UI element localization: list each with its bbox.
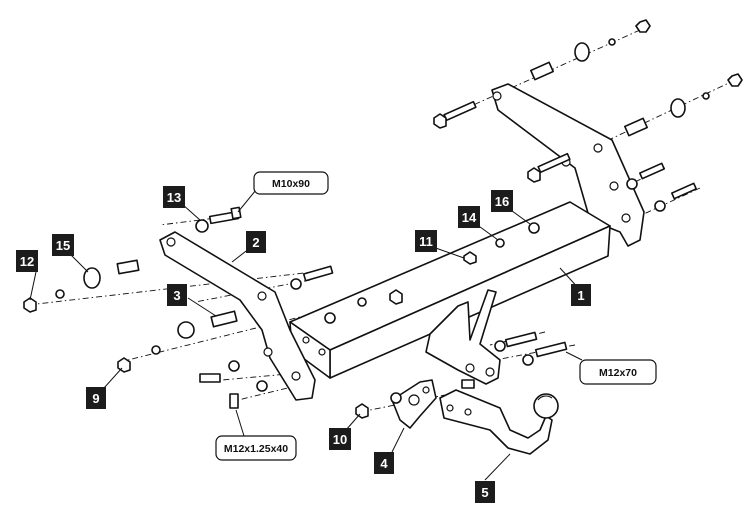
svg-text:M10x90: M10x90 xyxy=(272,178,310,190)
svg-text:M12x70: M12x70 xyxy=(599,367,637,379)
spec-label-m12x70: M12x70 xyxy=(579,359,657,385)
right-side-bracket xyxy=(491,83,645,247)
svg-text:14: 14 xyxy=(462,210,477,225)
svg-text:M12x1.25x40: M12x1.25x40 xyxy=(224,443,288,455)
fasteners xyxy=(23,19,743,419)
central-mounting-plate xyxy=(425,289,501,389)
part-label-12: 12 xyxy=(16,250,38,272)
part-label-16: 16 xyxy=(491,190,513,212)
svg-text:2: 2 xyxy=(252,235,259,250)
svg-text:11: 11 xyxy=(419,234,433,249)
part-label-5: 5 xyxy=(475,481,495,503)
part-label-15: 15 xyxy=(52,234,74,256)
part-label-11: 11 xyxy=(415,230,437,252)
svg-text:16: 16 xyxy=(495,194,509,209)
part-label-9: 9 xyxy=(86,387,106,409)
part-label-14: 14 xyxy=(458,206,480,228)
svg-text:10: 10 xyxy=(333,432,347,447)
part-label-4: 4 xyxy=(374,452,394,474)
svg-text:4: 4 xyxy=(380,456,388,471)
part-label-10: 10 xyxy=(329,428,351,450)
socket-plate xyxy=(391,379,437,429)
spec-label-m12x1-25x40: M12x1.25x40 xyxy=(215,435,297,461)
svg-text:5: 5 xyxy=(481,485,488,500)
part-label-2: 2 xyxy=(246,231,266,253)
svg-text:3: 3 xyxy=(173,288,180,303)
svg-text:15: 15 xyxy=(56,238,70,253)
main-cross-beam xyxy=(289,201,611,379)
svg-text:13: 13 xyxy=(167,190,181,205)
spec-label-m10x90: M10x90 xyxy=(253,171,329,195)
part-label-3: 3 xyxy=(167,284,187,306)
svg-text:1: 1 xyxy=(577,288,584,303)
svg-text:9: 9 xyxy=(92,391,99,406)
svg-text:12: 12 xyxy=(20,254,34,269)
part-label-13: 13 xyxy=(163,186,185,208)
left-side-bracket xyxy=(159,231,316,401)
part-label-1: 1 xyxy=(571,284,591,306)
tow-ball-neck xyxy=(439,389,559,455)
